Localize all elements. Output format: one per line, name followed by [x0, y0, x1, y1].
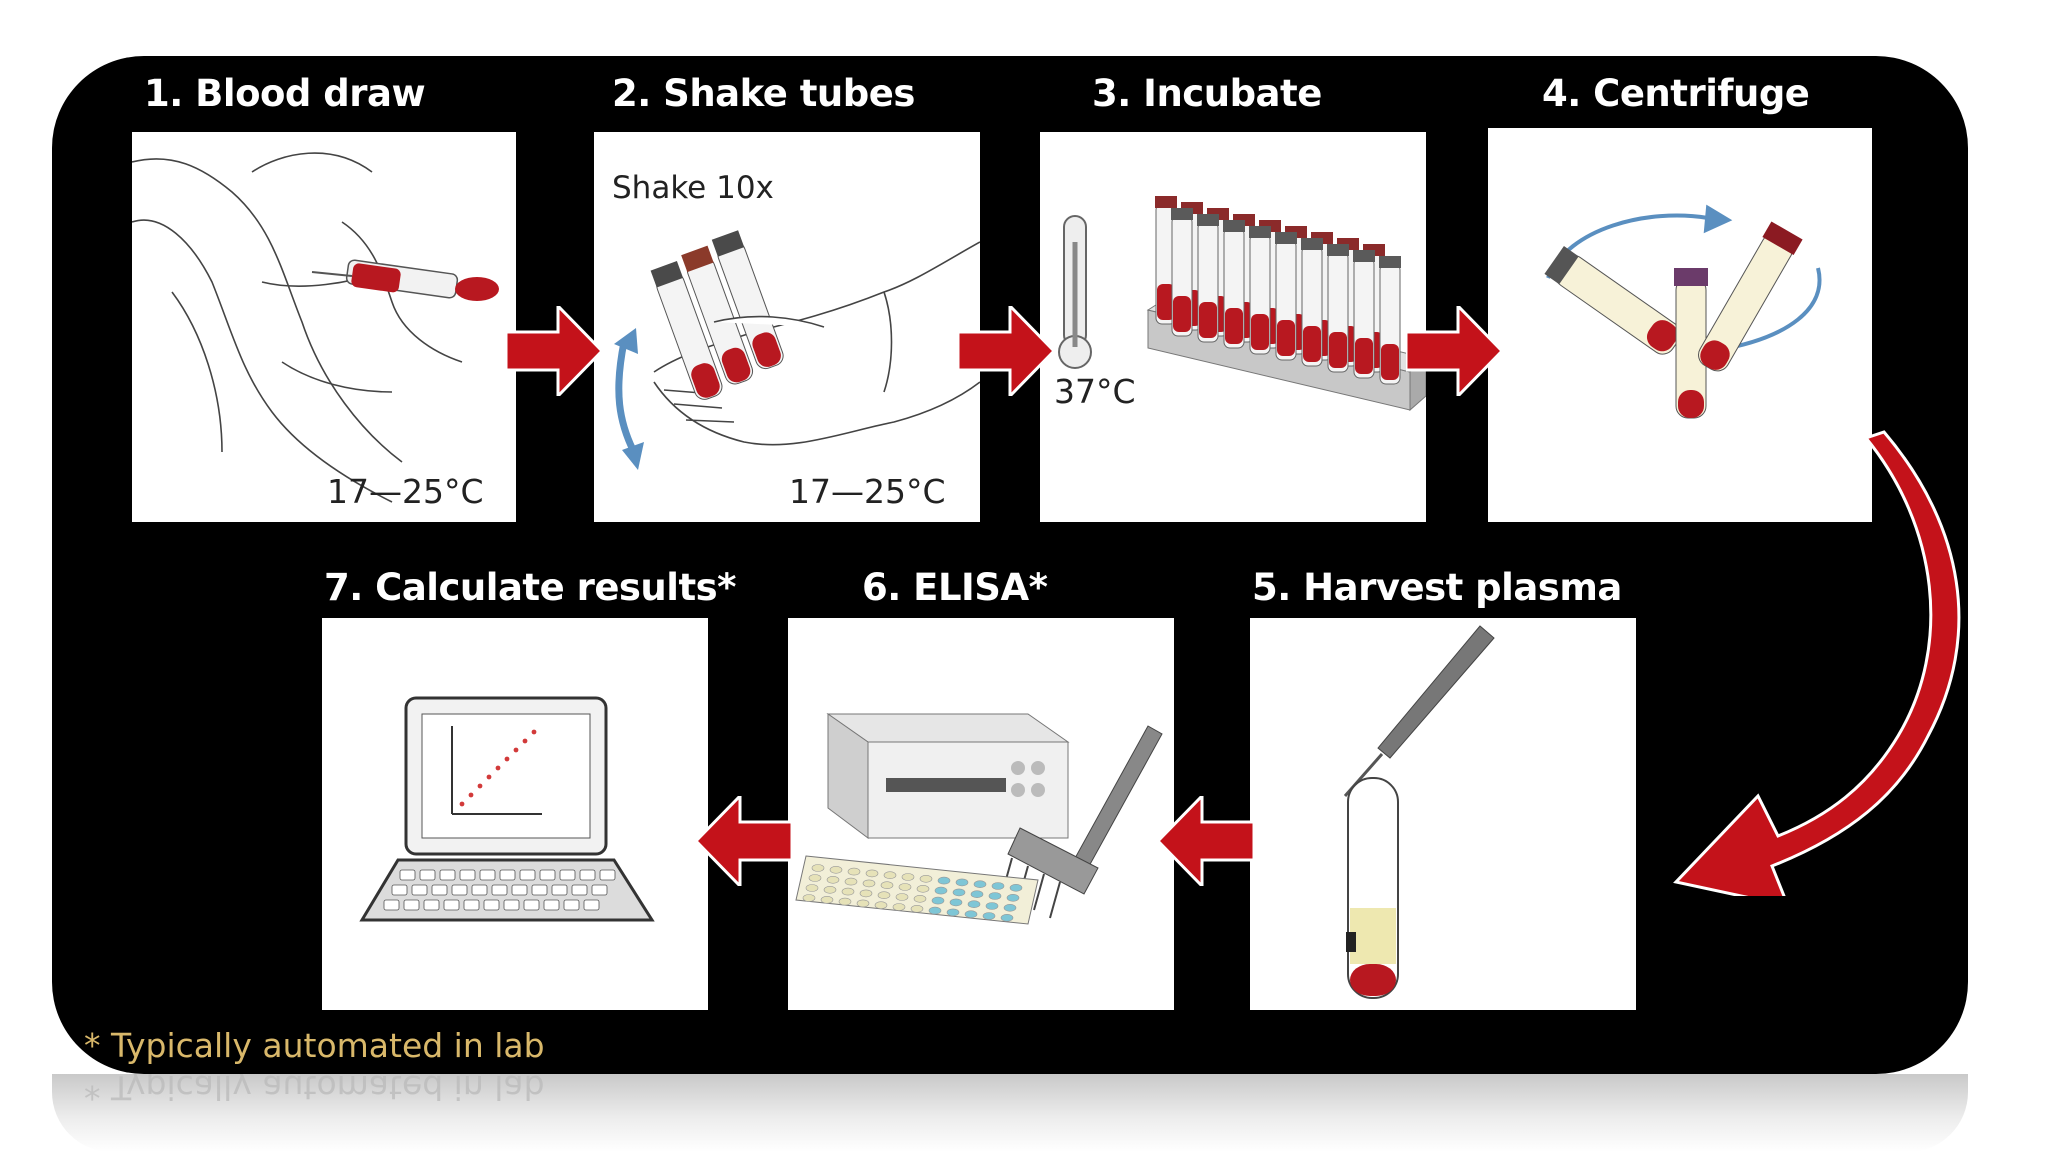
incubating-tubes — [1155, 196, 1401, 385]
footnote: * Typically automated in lab — [84, 1026, 545, 1065]
elisa-plate-icon — [795, 855, 1039, 925]
syringe-icon — [311, 259, 499, 301]
step-2-instruction: Shake 10x — [612, 170, 774, 206]
step-3-temperature: 37°C — [1054, 372, 1136, 411]
multichannel-pipette-icon — [1001, 725, 1163, 919]
step-6-panel — [788, 618, 1174, 1010]
step-7-title: 7. Calculate results* — [324, 566, 737, 609]
centrifuge-illustration — [1544, 204, 1822, 419]
laptop-icon — [359, 696, 655, 922]
plot-points — [459, 729, 537, 807]
step-1-title: 1. Blood draw — [144, 72, 426, 115]
step-4-title: 4. Centrifuge — [1542, 72, 1810, 115]
step-3-panel: 37°C — [1040, 132, 1426, 522]
step-1-panel: 17—25°C — [132, 132, 516, 522]
laptop-results-illustration — [359, 696, 655, 922]
step-1-temperature: 17—25°C — [327, 472, 484, 511]
step-2-panel: Shake 10x 17— — [594, 132, 980, 522]
arrow-step-5-to-6 — [1158, 796, 1254, 886]
step-4-panel — [1488, 128, 1872, 522]
arrow-step-2-to-3 — [958, 306, 1054, 396]
footnote-reflection: * Typically automated in lab — [84, 1074, 545, 1107]
plasma-harvest-illustration — [1343, 625, 1495, 999]
curved-arrow-step-4-to-5 — [1673, 430, 1961, 896]
hand-shaking-tubes-illustration — [614, 230, 980, 470]
step-6-title: 6. ELISA* — [862, 566, 1048, 609]
workflow-diagram: 1. Blood draw 2. Shake tubes 3. Incubate… — [52, 56, 1968, 1074]
incubation-rack-illustration — [1058, 196, 1426, 412]
step-5-panel — [1250, 618, 1636, 1010]
reflection: * Typically automated in lab — [52, 1074, 1968, 1152]
step-2-title: 2. Shake tubes — [612, 72, 915, 115]
step-7-panel — [322, 618, 708, 1010]
thermometer-icon — [1058, 215, 1092, 369]
keyboard-icon — [383, 869, 616, 911]
arrow-step-6-to-7 — [696, 796, 792, 886]
pipette-icon — [1343, 625, 1495, 797]
step-3-title: 3. Incubate — [1092, 72, 1322, 115]
results-plot-icon — [451, 726, 542, 815]
plasma-tube-icon — [1346, 777, 1399, 999]
arm-blood-draw-illustration — [132, 152, 499, 503]
step-5-title: 5. Harvest plasma — [1252, 566, 1622, 609]
plate-reader-icon — [826, 713, 1070, 839]
arrow-step-3-to-4 — [1406, 306, 1502, 396]
step-2-temperature: 17—25°C — [789, 472, 946, 511]
elisa-illustration — [795, 713, 1163, 925]
arrow-step-1-to-2 — [506, 306, 602, 396]
